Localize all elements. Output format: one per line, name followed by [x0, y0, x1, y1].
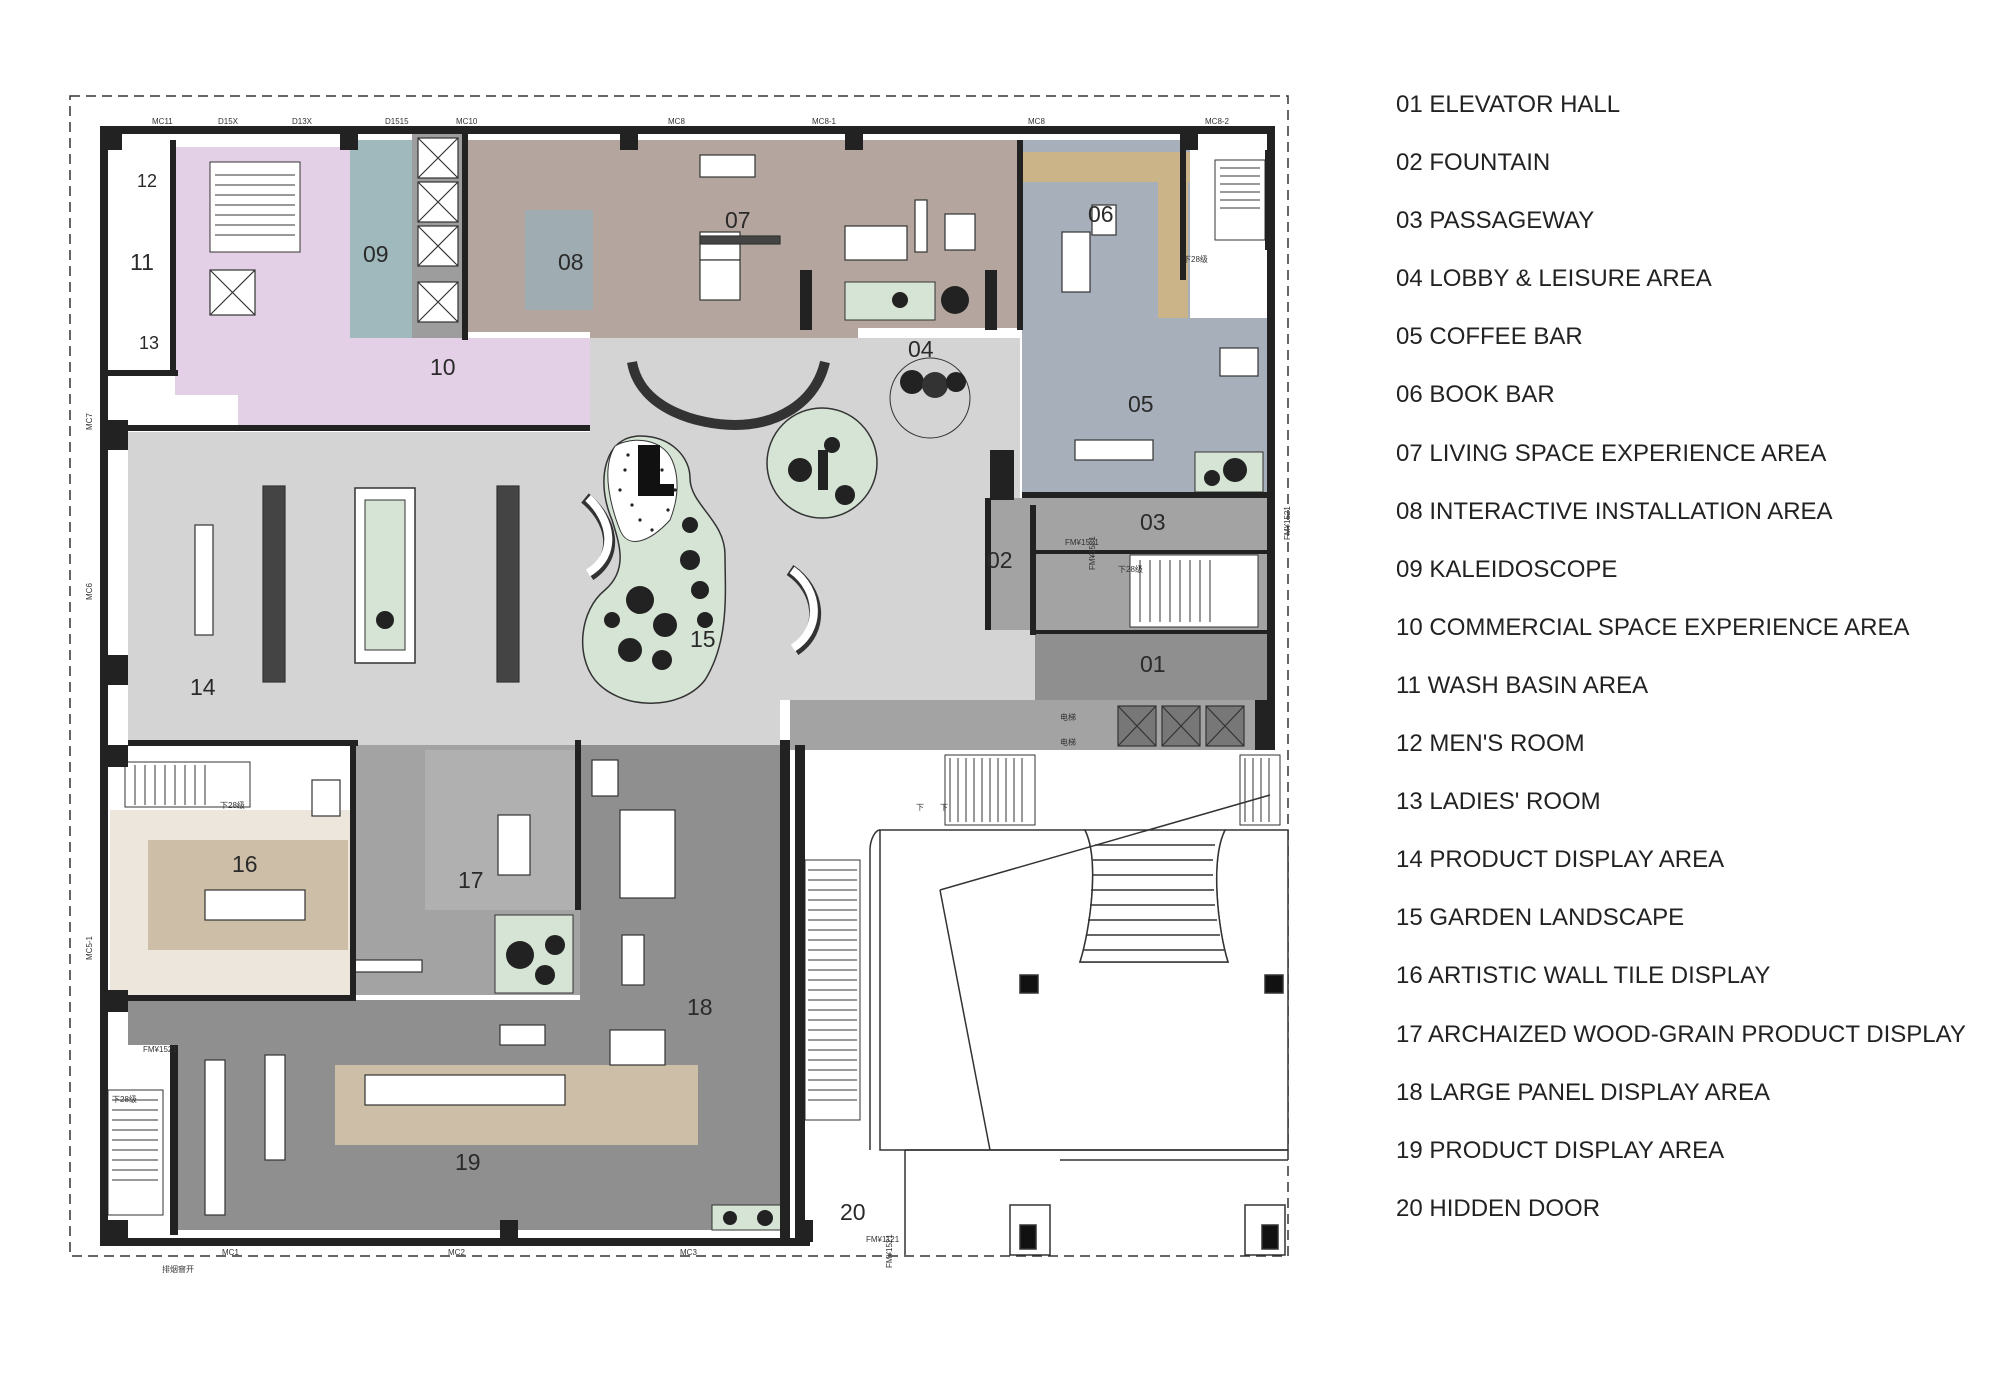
legend-item-14: 14 PRODUCT DISPLAY AREA	[1396, 846, 1725, 874]
room-number-09: 09	[363, 241, 389, 267]
room-number-12: 12	[137, 171, 157, 191]
tag-down1: 下	[916, 803, 924, 812]
landscape	[354, 281, 1264, 1231]
legend-item-13: 13 LADIES' ROOM	[1396, 788, 1601, 816]
stairs	[107, 159, 1281, 1216]
legend-item-06: 06 BOOK BAR	[1396, 381, 1555, 409]
legend-item-20: 20 HIDDEN DOOR	[1396, 1194, 1601, 1222]
tag-fm1521b: FM¥1521	[1088, 536, 1097, 570]
room-number-02: 02	[987, 547, 1013, 573]
furniture	[194, 137, 1259, 1216]
room-number-10: 10	[430, 354, 456, 380]
room-number-11: 11	[130, 249, 154, 275]
legend-item-12: 12 MEN'S ROOM	[1396, 730, 1585, 758]
room-number-18: 18	[687, 994, 713, 1020]
tag-mc1: MC1	[222, 1248, 239, 1257]
tag-mc8c: MC8	[1028, 117, 1045, 126]
tag-mc7: MC7	[85, 413, 94, 430]
legend-item-07: 07 LIVING SPACE EXPERIENCE AREA	[1396, 439, 1827, 467]
room-number-20: 20	[840, 1199, 866, 1225]
tag-mc8b: MC8-1	[812, 117, 837, 126]
room-number-05: 05	[1128, 391, 1154, 417]
tag-fm1521a: FM¥1521	[1065, 538, 1099, 547]
legend-item-15: 15 GARDEN LANDSCAPE	[1396, 904, 1685, 932]
site-boundary	[69, 95, 1289, 1257]
curved-bench-15-right-inner	[789, 566, 818, 652]
room-number-08: 08	[558, 249, 584, 275]
tag-mc8d: MC8-2	[1205, 117, 1230, 126]
tag-mc11: MC11	[152, 117, 173, 126]
legend-item-03: 03 PASSAGEWAY	[1396, 207, 1595, 235]
tag-down2: 下	[940, 803, 948, 812]
room-number-03: 03	[1140, 509, 1166, 535]
tag-f28b: 下28级	[1118, 564, 1143, 574]
tag-mc10: MC10	[456, 117, 478, 126]
zone-08-interactive	[525, 210, 593, 310]
room-number-16: 16	[232, 851, 258, 877]
tag-mc5: MC5-1	[85, 935, 94, 960]
zone-02-fountain	[985, 505, 1035, 630]
tag-elev2: 电梯	[1060, 737, 1076, 747]
zone-09-kaleidoscope	[350, 140, 412, 338]
legend-item-19: 19 PRODUCT DISPLAY AREA	[1396, 1136, 1725, 1164]
tree-clusters	[376, 286, 1247, 1226]
planter-sculpture	[818, 450, 828, 490]
curved-bench-15-left-inner	[585, 495, 613, 577]
room-number-04: 04	[908, 336, 934, 362]
garden-l-sculpture	[638, 445, 660, 495]
legend-item-17: 17 ARCHAIZED WOOD-GRAIN PRODUCT DISPLAY	[1396, 1020, 1966, 1048]
room-numbers: 01 02 03 04 05 06 07 08 09 10 11 12 13 1…	[130, 171, 1166, 1225]
tag-d13x: D13X	[292, 117, 313, 126]
tag-f28d: 下28级	[112, 1094, 137, 1104]
legend-item-02: 02 FOUNTAIN	[1396, 149, 1551, 177]
walls	[100, 126, 1275, 1246]
zone-11-wash-basin	[110, 140, 175, 370]
tag-mc2: MC2	[448, 1248, 465, 1257]
tag-mc8a: MC8	[668, 117, 685, 126]
room-number-06: 06	[1088, 201, 1114, 227]
legend-item-04: 04 LOBBY & LEISURE AREA	[1396, 265, 1712, 293]
room-number-07: 07	[725, 207, 751, 233]
tag-fm1521e: FM¥1521	[885, 1234, 894, 1268]
tag-fm1121: FM¥1121	[866, 1235, 900, 1244]
tag-f28a: 下28级	[1183, 254, 1208, 264]
legend-item-05: 05 COFFEE BAR	[1396, 323, 1583, 351]
legend-item-09: 09 KALEIDOSCOPE	[1396, 555, 1618, 583]
legend-item-18: 18 LARGE PANEL DISPLAY AREA	[1396, 1078, 1770, 1106]
tag-fm1521d: FM¥1521	[143, 1045, 177, 1054]
legend-item-10: 10 COMMERCIAL SPACE EXPERIENCE AREA	[1396, 613, 1910, 641]
legend-item-08: 08 INTERACTIVE INSTALLATION AREA	[1396, 497, 1833, 525]
tag-elev1: 电梯	[1060, 712, 1076, 722]
plan-tags: MC11 D15X D13X D1515 MC10 MC8 MC8-1 MC8 …	[85, 117, 1292, 1274]
curved-features	[581, 357, 971, 655]
room-legend: 01 ELEVATOR HALL 02 FOUNTAIN 03 PASSAGEW…	[1396, 88, 1966, 1250]
room-number-01: 01	[1140, 651, 1166, 677]
room-number-13: 13	[139, 333, 159, 353]
tag-fml: 排烟窨开	[162, 1264, 194, 1274]
tag-fm1521c: FM¥1521	[1283, 506, 1292, 540]
tag-d15x: D15X	[218, 117, 239, 126]
room-number-17: 17	[458, 867, 484, 893]
tag-mc3: MC3	[680, 1248, 697, 1257]
tag-mc6: MC6	[85, 583, 94, 600]
legend-item-11: 11 WASH BASIN AREA	[1396, 671, 1649, 699]
gravel-dots	[618, 453, 677, 532]
room-number-15: 15	[690, 626, 716, 652]
tag-d1515: D1515	[385, 117, 409, 126]
atrium	[869, 794, 1289, 1256]
zone-03-passageway	[990, 498, 1270, 550]
legend-item-01: 01 ELEVATOR HALL	[1396, 91, 1621, 118]
floor-plan: MC11 D15X D13X D1515 MC10 MC8 MC8-1 MC8 …	[69, 95, 1292, 1274]
garden-l-sculpture-foot	[638, 484, 674, 496]
strip-planter-07	[844, 281, 936, 321]
curved-sofa-04	[627, 360, 830, 431]
zone-01-elevator-hall	[1035, 630, 1270, 705]
room-number-14: 14	[190, 674, 216, 700]
tag-f28c: 下28级	[220, 800, 245, 810]
legend-item-16: 16 ARTISTIC WALL TILE DISPLAY	[1396, 962, 1771, 990]
room-number-19: 19	[455, 1149, 481, 1175]
